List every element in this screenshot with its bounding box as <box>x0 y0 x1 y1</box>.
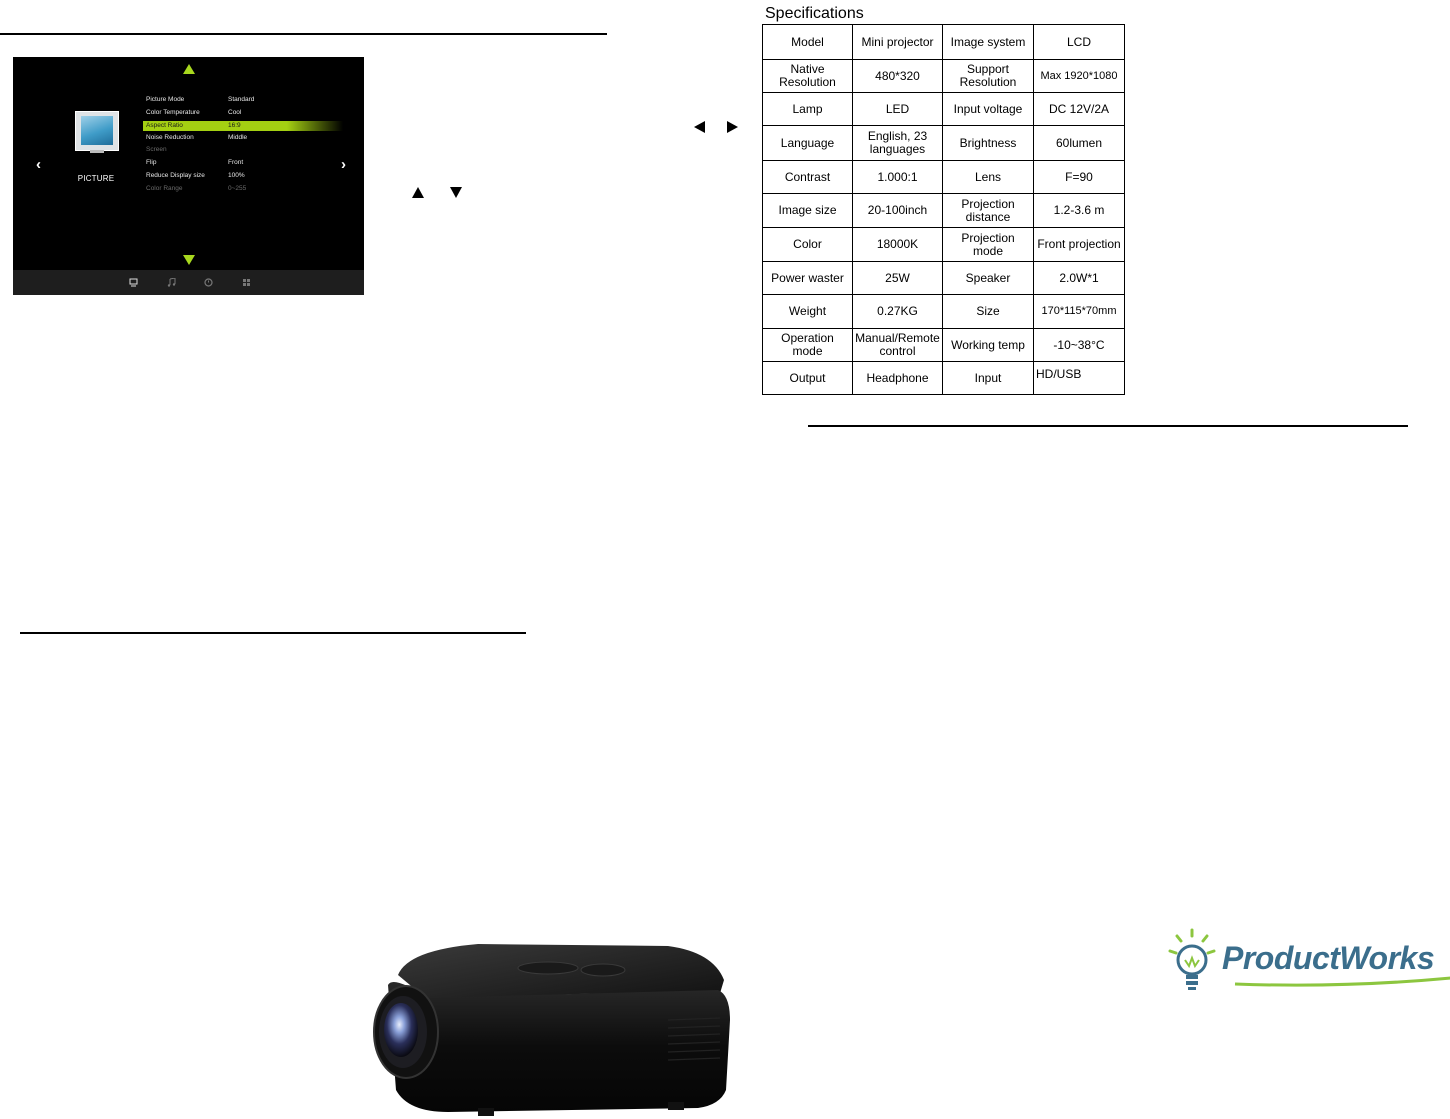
spec-value: 1.2-3.6 m <box>1033 193 1125 228</box>
table-row: Model Mini projector Image system LCD <box>762 24 1125 60</box>
spec-value: LCD <box>1033 24 1125 60</box>
spec-value: Manual/Remote control <box>852 328 943 362</box>
table-row: Native Resolution 480*320 Support Resolu… <box>762 59 1125 93</box>
table-row: Language English, 23 languages Brightnes… <box>762 125 1125 161</box>
spec-label: Working temp <box>942 328 1034 362</box>
spec-value: 18000K <box>852 227 943 262</box>
osd-down-arrow-icon <box>183 255 195 265</box>
spec-label: Input <box>942 361 1034 395</box>
spec-label: Lens <box>942 160 1034 194</box>
up-arrow-icon <box>412 187 424 198</box>
spec-label: Size <box>942 294 1034 329</box>
osd-bottom-bar <box>13 270 364 295</box>
monitor-icon <box>129 278 138 287</box>
osd-prev-chevron-icon: ‹ <box>36 156 41 173</box>
table-row: Color 18000K Projection mode Front proje… <box>762 227 1125 262</box>
spec-value: 2.0W*1 <box>1033 261 1125 295</box>
spec-label: Projection distance <box>942 193 1034 228</box>
osd-up-arrow-icon <box>183 64 195 74</box>
spec-label: Model <box>762 24 853 60</box>
music-note-icon <box>167 278 176 287</box>
clock-icon <box>204 278 213 287</box>
spec-label: Support Resolution <box>942 59 1034 93</box>
spec-label: Native Resolution <box>762 59 853 93</box>
spec-value: Max 1920*1080 <box>1033 59 1125 93</box>
logo-wordmark: ProductWorks <box>1222 940 1435 976</box>
osd-next-chevron-icon: › <box>341 156 346 173</box>
spec-value: F=90 <box>1033 160 1125 194</box>
spec-label: Power waster <box>762 261 853 295</box>
spec-value: 20-100inch <box>852 193 943 228</box>
spec-value: Front projection <box>1033 227 1125 262</box>
spec-value: English, 23 languages <box>852 125 943 161</box>
table-row: Image size 20-100inch Projection distanc… <box>762 193 1125 228</box>
osd-section-label: PICTURE <box>77 174 115 183</box>
spec-value: HD/USB <box>1033 361 1125 395</box>
spec-value: 480*320 <box>852 59 943 93</box>
spec-label: Projection mode <box>942 227 1034 262</box>
spec-label: Input voltage <box>942 92 1034 126</box>
down-arrow-icon <box>450 187 462 198</box>
table-row: Lamp LED Input voltage DC 12V/2A <box>762 92 1125 126</box>
spec-label: Contrast <box>762 160 853 194</box>
spec-label: Weight <box>762 294 853 329</box>
spec-label: Speaker <box>942 261 1034 295</box>
spec-label: Operation mode <box>762 328 853 362</box>
spec-value: 25W <box>852 261 943 295</box>
tv-picture-icon <box>75 111 119 153</box>
table-row: Output Headphone Input HD/USB <box>762 361 1125 395</box>
table-row: Power waster 25W Speaker 2.0W*1 <box>762 261 1125 295</box>
spec-value: 0.27KG <box>852 294 943 329</box>
spec-label: Image system <box>942 24 1034 60</box>
logo-swoosh <box>1234 976 1450 987</box>
spec-label: Output <box>762 361 853 395</box>
table-row: Operation mode Manual/Remote control Wor… <box>762 328 1125 362</box>
projector-product-image <box>373 944 730 1116</box>
spec-value: Headphone <box>852 361 943 395</box>
spec-value: LED <box>852 92 943 126</box>
table-row: Contrast 1.000:1 Lens F=90 <box>762 160 1125 194</box>
section-rule-bottom-left <box>20 632 526 634</box>
section-rule-top-left <box>0 33 607 35</box>
left-arrow-icon <box>694 121 705 133</box>
spec-label: Language <box>762 125 853 161</box>
spec-value: 1.000:1 <box>852 160 943 194</box>
spec-value: -10~38°C <box>1033 328 1125 362</box>
spec-label: Color <box>762 227 853 262</box>
spec-label: Lamp <box>762 92 853 126</box>
spec-label: Image size <box>762 193 853 228</box>
specifications-table: Model Mini projector Image system LCD Na… <box>762 24 1125 395</box>
right-arrow-icon <box>727 121 738 133</box>
table-row: Weight 0.27KG Size 170*115*70mm <box>762 294 1125 329</box>
grid-icon <box>243 279 250 286</box>
spec-value: DC 12V/2A <box>1033 92 1125 126</box>
spec-label: Brightness <box>942 125 1034 161</box>
specifications-title: Specifications <box>765 5 864 22</box>
spec-value: 170*115*70mm <box>1033 294 1125 329</box>
productworks-logo: ProductWorks <box>1165 926 1450 996</box>
section-rule-right <box>808 425 1408 427</box>
osd-menu-row-disabled: Screen <box>146 146 167 153</box>
spec-value: 60lumen <box>1033 125 1125 161</box>
lightbulb-gear-icon <box>1168 928 1216 990</box>
spec-value: Mini projector <box>852 24 943 60</box>
